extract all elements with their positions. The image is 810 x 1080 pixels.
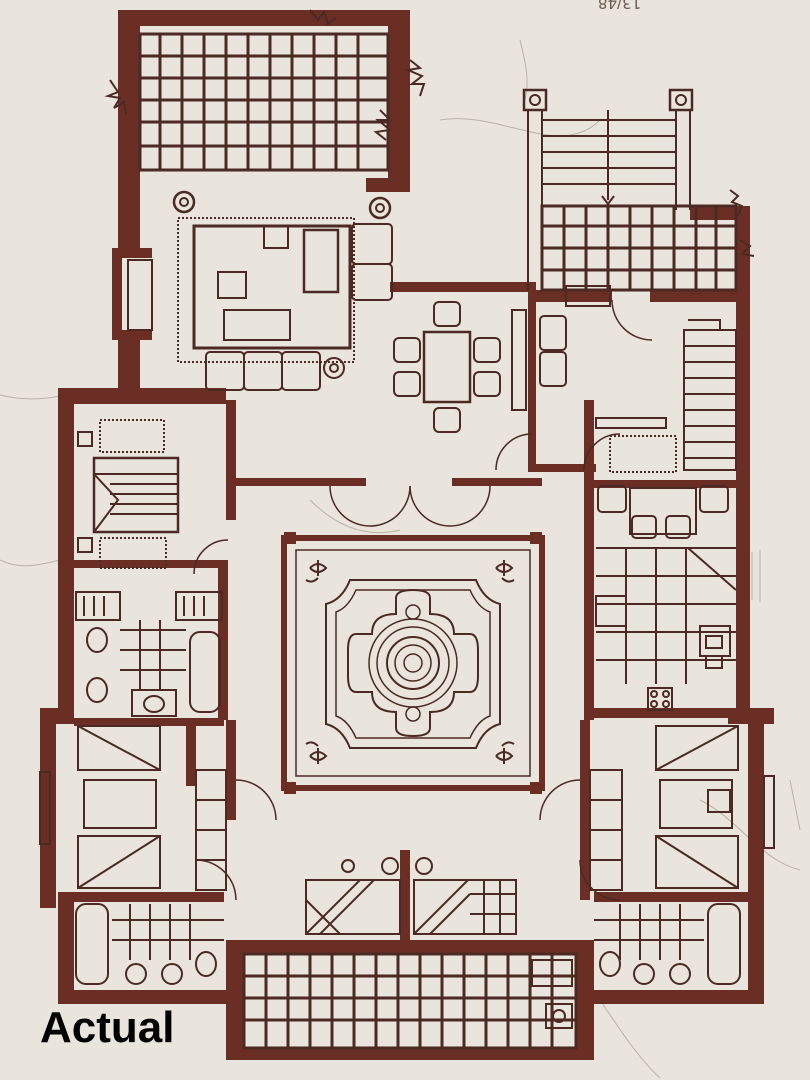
corner-flower-ornaments — [305, 560, 515, 764]
door-swings — [193, 299, 653, 901]
corner-pencil-note: 13/48 — [598, 0, 642, 12]
right-wing-fixtures — [531, 485, 741, 987]
pergola-grid-top — [138, 32, 390, 172]
living-room-furniture — [172, 190, 393, 391]
walls — [40, 10, 774, 1060]
top-right-stairs — [522, 88, 694, 290]
side-balconies — [39, 259, 775, 849]
top-right-grid — [540, 204, 738, 292]
bottom-center-fixtures — [305, 857, 517, 935]
right-upper-fixtures — [539, 285, 737, 473]
central-courtyard — [281, 532, 545, 794]
dining-table-set — [393, 301, 527, 433]
image-caption: Actual — [40, 1003, 175, 1052]
left-wing-fixtures — [75, 419, 227, 985]
bottom-terrace-grid — [242, 952, 578, 1050]
plant-decoration — [104, 9, 755, 257]
